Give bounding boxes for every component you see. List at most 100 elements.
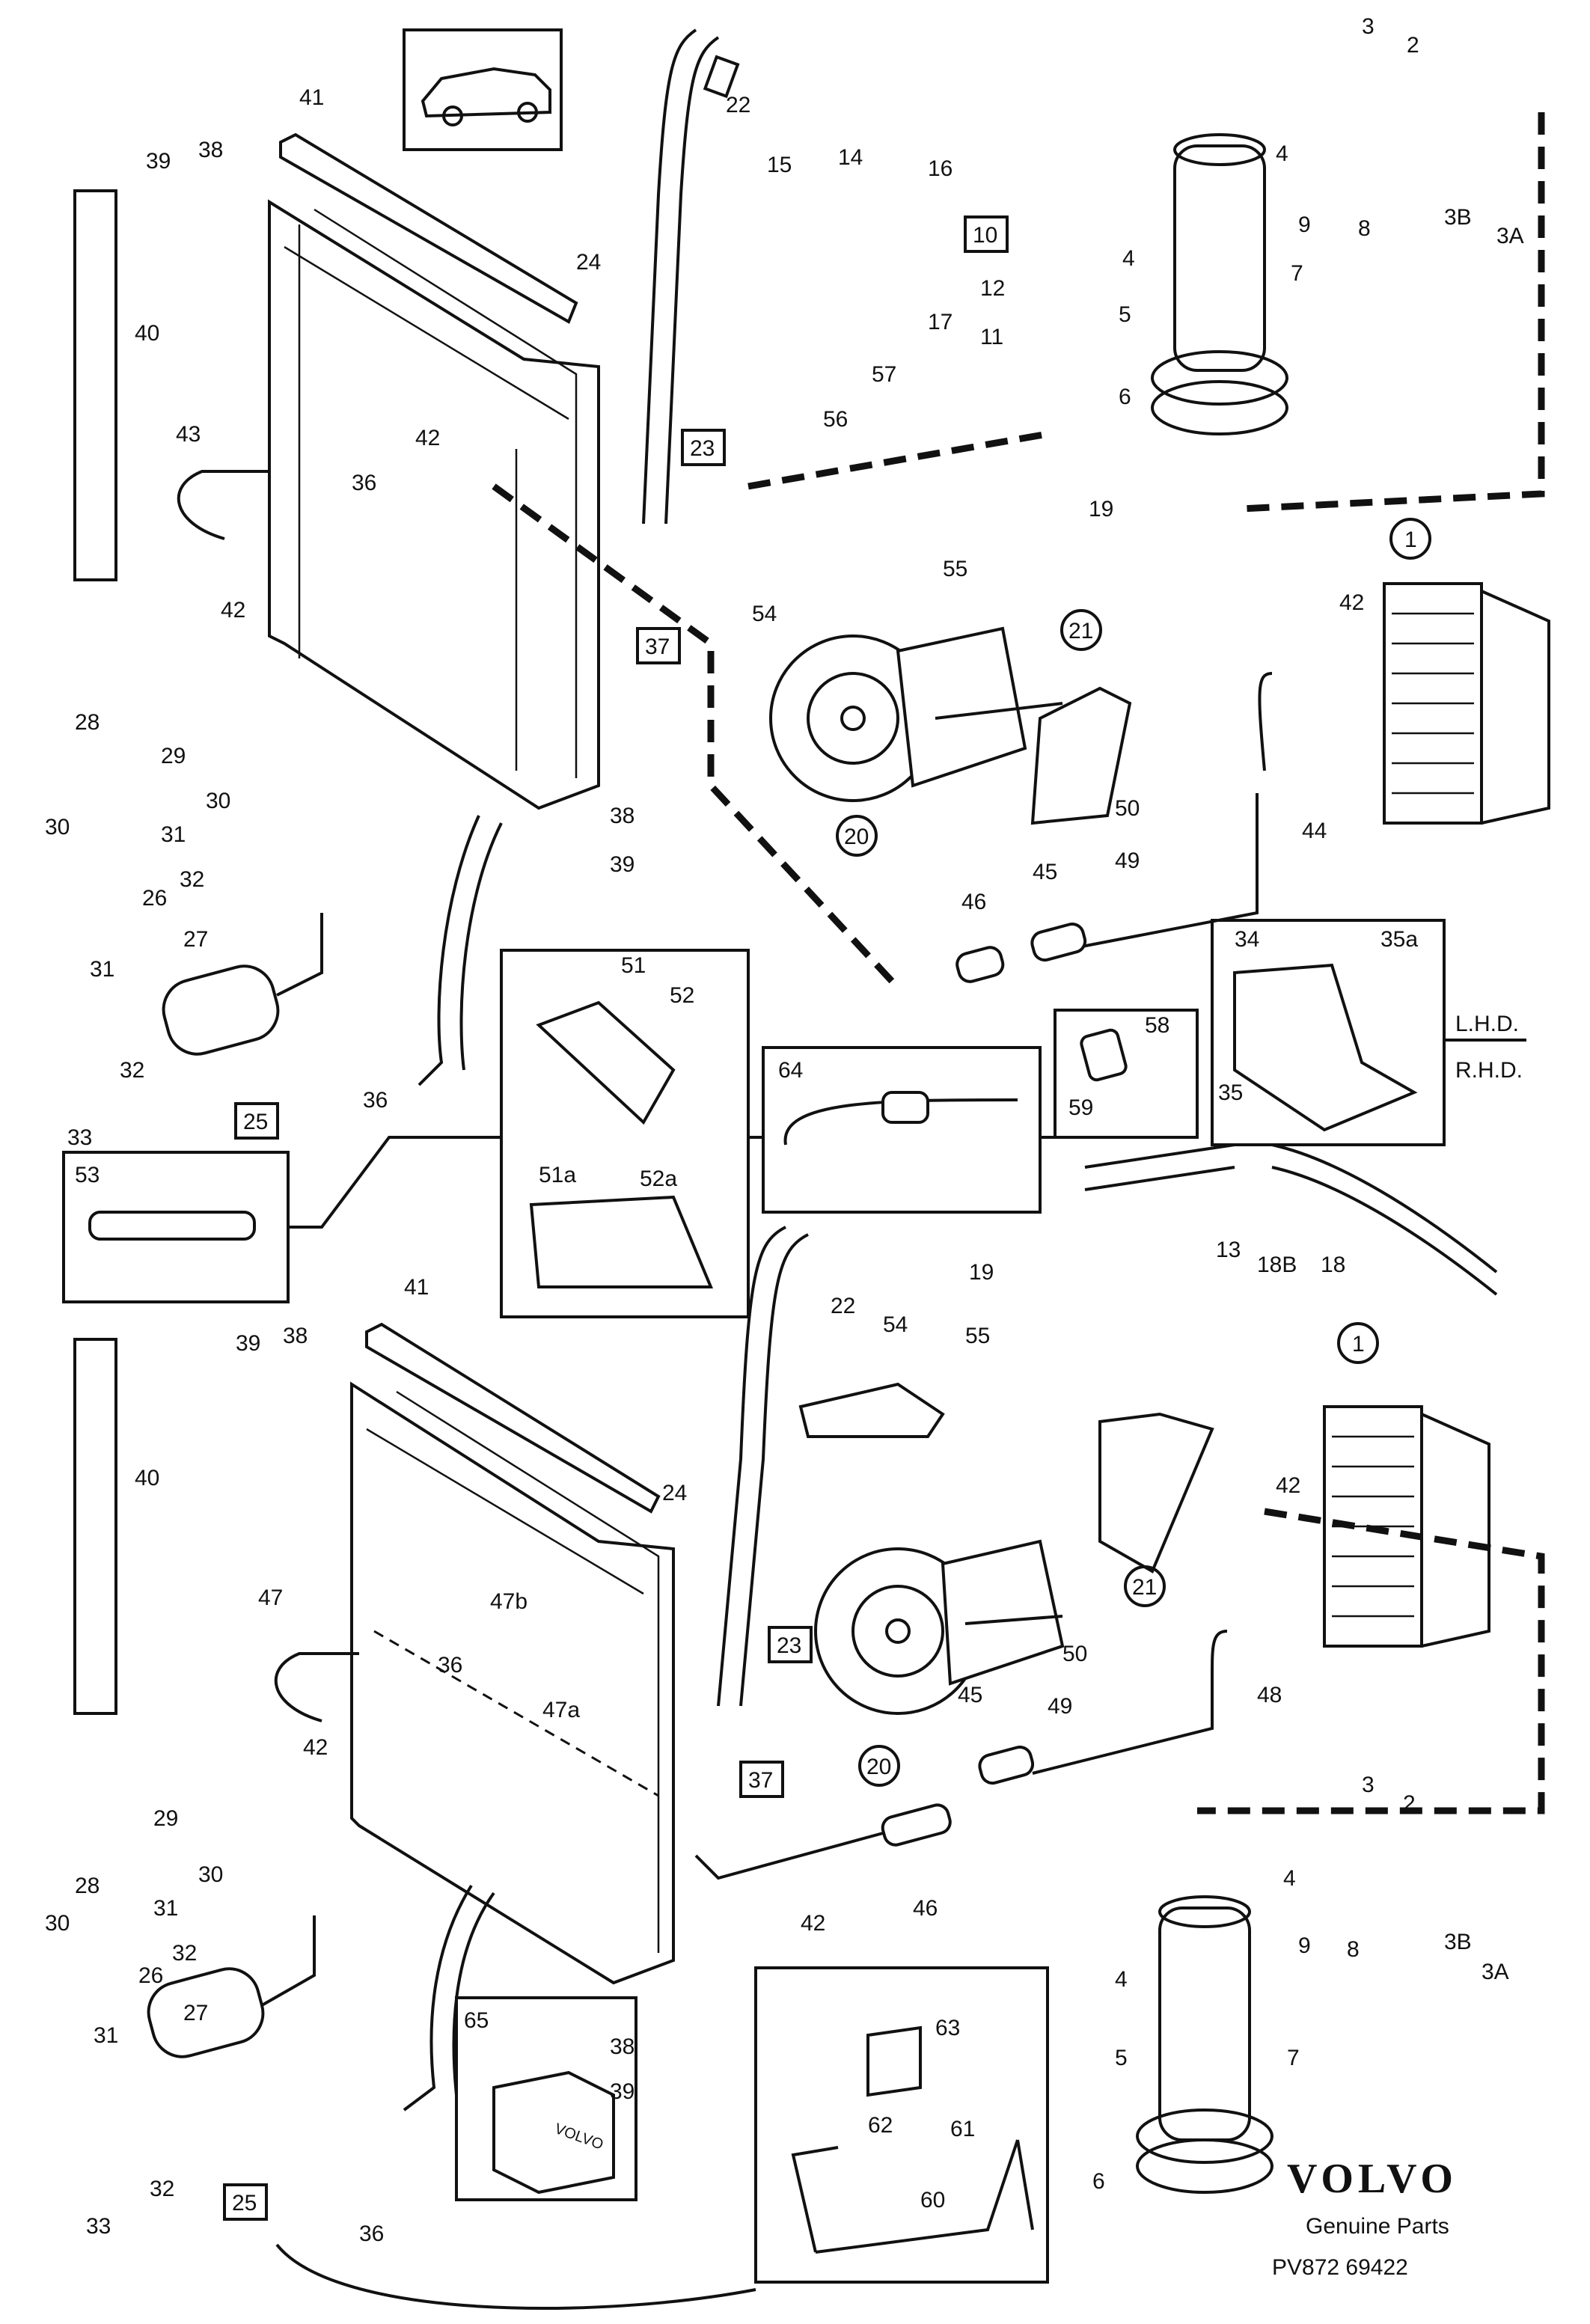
- callout: 3: [1362, 14, 1375, 39]
- filter-bottom: [147, 1915, 316, 2058]
- callout: 18: [1321, 1253, 1345, 1277]
- callout: 39: [146, 149, 171, 174]
- callout: 9: [1298, 1933, 1311, 1958]
- brand-logo-text: VOLVO: [1287, 2156, 1458, 2202]
- compressor-bottom: [814, 1539, 1065, 1715]
- callout: 33: [67, 1125, 92, 1150]
- callout: 29: [161, 744, 186, 768]
- callout: 38: [198, 138, 223, 162]
- panel-53: [62, 1151, 290, 1303]
- callout: 3A: [1496, 224, 1524, 248]
- callout: 22: [726, 93, 750, 117]
- callout: 64: [778, 1058, 803, 1083]
- callout: 32: [150, 2177, 174, 2201]
- sleeve-45-bottom: [978, 1745, 1035, 1785]
- callout: 38: [610, 2034, 635, 2059]
- hose-13: [1084, 1143, 1498, 1273]
- callout: 51a: [539, 1163, 576, 1187]
- callout: 3: [1362, 1773, 1375, 1797]
- callout: 22: [831, 1294, 855, 1318]
- callout: 62: [868, 2113, 893, 2138]
- panel-51: [500, 949, 750, 1318]
- callout: 27: [183, 2001, 208, 2025]
- callouts-middle: 51 52 51a 52a 53 64 58 59 34 35a 35 13 1…: [75, 927, 1418, 1318]
- callout: 39: [236, 1331, 260, 1356]
- callout: 3B: [1444, 1930, 1472, 1954]
- hose-top-middle: [418, 815, 480, 1086]
- hose-bottom-middle: [403, 1884, 473, 2112]
- boxed-callout: 25: [232, 2191, 257, 2216]
- kit-box-65: VOLVO: [455, 1996, 637, 2201]
- callout: 31: [94, 2023, 118, 2048]
- callout: 51: [621, 953, 646, 978]
- callout: 4: [1115, 1967, 1128, 1992]
- callout: 49: [1115, 848, 1140, 873]
- callout: 31: [161, 822, 186, 847]
- callout: 45: [1033, 860, 1057, 884]
- callout: 31: [153, 1896, 178, 1921]
- callout: 3B: [1444, 205, 1472, 230]
- callout: 35: [1218, 1080, 1243, 1105]
- callout: 5: [1115, 2046, 1128, 2070]
- callout: 16: [928, 156, 953, 181]
- brand-subtitle: Genuine Parts: [1306, 2214, 1449, 2239]
- car-silhouette-icon: [403, 28, 563, 151]
- receiver-dryer-top: [1151, 133, 1288, 435]
- callout: 36: [438, 1653, 462, 1678]
- callout: 40: [135, 1466, 159, 1490]
- condenser-top: [268, 199, 600, 810]
- callout: 39: [610, 852, 635, 877]
- callout: 2: [1407, 33, 1419, 58]
- dashed-connection-bottom: [1197, 1508, 1545, 1814]
- callout: 17: [928, 310, 953, 334]
- callout: 2: [1403, 1791, 1416, 1816]
- callout: 9: [1298, 212, 1311, 237]
- callout: 33: [86, 2214, 111, 2239]
- pipe-47: [274, 1652, 359, 1722]
- boxed-callout: 37: [748, 1768, 773, 1793]
- callout: 29: [153, 1806, 178, 1831]
- condenser-bottom: [350, 1381, 675, 1985]
- boxed-callout: 23: [777, 1633, 801, 1658]
- callout: 6: [1092, 2169, 1105, 2194]
- pipe-48: [1032, 1630, 1228, 1775]
- pipe-top-vertical: [642, 28, 740, 525]
- callout: 45: [958, 1683, 982, 1707]
- callout: 48: [1257, 1683, 1282, 1707]
- foam-strip-bottom: [73, 1338, 117, 1715]
- callout: 28: [75, 710, 100, 735]
- callout: 14: [838, 145, 863, 170]
- callout: 41: [404, 1275, 429, 1300]
- callout: 27: [183, 927, 208, 952]
- callout: 8: [1347, 1937, 1360, 1962]
- callout: 61: [950, 2117, 975, 2141]
- callout: 44: [1302, 819, 1327, 843]
- bracket-bottom: [1098, 1412, 1214, 1574]
- boxed-callout: 10: [973, 223, 997, 248]
- callout: 50: [1062, 1642, 1087, 1666]
- callout: 55: [965, 1324, 990, 1348]
- circled-callout: 20: [866, 1755, 891, 1779]
- callout: 56: [823, 407, 848, 432]
- arrow-curve: [275, 2243, 756, 2310]
- circled-callouts: 1 20 21 1 20 21: [836, 518, 1431, 1787]
- callout: 13: [1216, 1238, 1241, 1262]
- callout: 5: [1119, 302, 1131, 327]
- evaporator-top: [1383, 582, 1550, 825]
- panel-60: [754, 1966, 1049, 2284]
- callout: 42: [221, 598, 245, 623]
- callout: 42: [1276, 1473, 1300, 1498]
- callout: 32: [180, 867, 204, 892]
- circled-callout: 21: [1068, 619, 1093, 643]
- callout: 4: [1276, 141, 1288, 166]
- callout: 42: [415, 426, 440, 450]
- callout: 58: [1145, 1013, 1169, 1038]
- callout: 36: [363, 1088, 388, 1113]
- callout: 60: [920, 2188, 945, 2213]
- boxed-callout: 25: [243, 1110, 268, 1134]
- callout: 42: [801, 1911, 825, 1936]
- callout: 49: [1048, 1694, 1072, 1719]
- callout: 38: [610, 804, 635, 828]
- bracket-54-bottom: [798, 1382, 945, 1438]
- callout: 47b: [490, 1589, 528, 1614]
